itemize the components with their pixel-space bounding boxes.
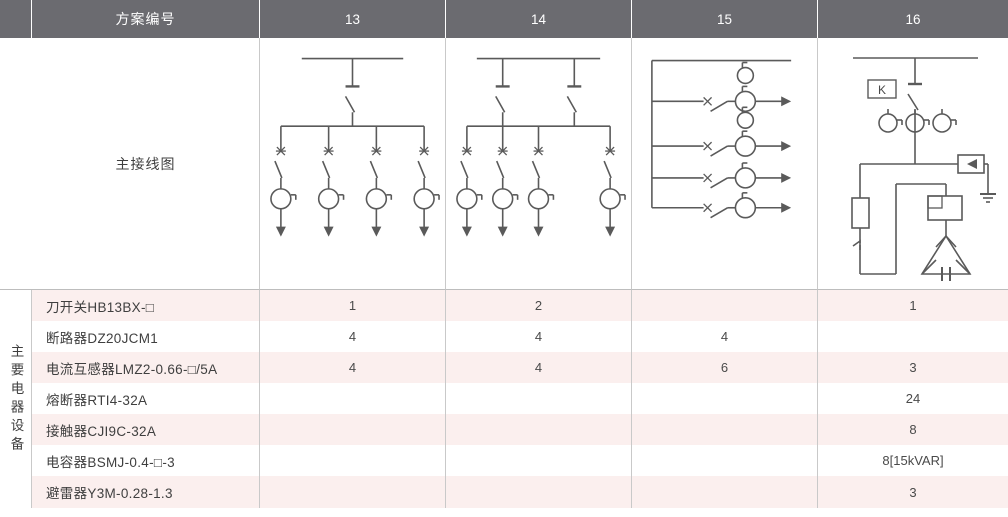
row-label-6: 避雷器Y3M-0.28-1.3	[32, 476, 260, 508]
cell-4-16: 8	[818, 414, 1008, 445]
cell-6-13	[260, 476, 446, 508]
header-col-15: 15	[632, 0, 818, 38]
cell-2-13: 4	[260, 352, 446, 383]
header-scheme-label: 方案编号	[32, 0, 260, 38]
header-col-13: 13	[260, 0, 446, 38]
cell-0-13: 1	[260, 290, 446, 321]
cell-3-16: 24	[818, 383, 1008, 414]
cell-2-15: 6	[632, 352, 818, 383]
row-label-3: 熔断器RTI4-32A	[32, 383, 260, 414]
cell-4-13	[260, 414, 446, 445]
section-vertical-label: 主要电器设备	[0, 290, 32, 508]
header-col-16: 16	[818, 0, 1008, 38]
diagram-row-spacer	[0, 38, 32, 290]
header-corner-blank	[0, 0, 32, 38]
svg-text:K: K	[878, 83, 886, 97]
cell-5-16: 8[15kVAR]	[818, 445, 1008, 476]
cell-3-15	[632, 383, 818, 414]
cell-1-14: 4	[446, 321, 632, 352]
cell-5-13	[260, 445, 446, 476]
cell-5-15	[632, 445, 818, 476]
cell-6-15	[632, 476, 818, 508]
diagram-scheme-16: K	[818, 38, 1008, 290]
cell-0-15	[632, 290, 818, 321]
cell-3-13	[260, 383, 446, 414]
diagram-scheme-14	[446, 38, 632, 290]
diagram-row-label: 主接线图	[32, 38, 260, 290]
row-label-2: 电流互感器LMZ2-0.66-□/5A	[32, 352, 260, 383]
cell-2-16: 3	[818, 352, 1008, 383]
cell-1-16	[818, 321, 1008, 352]
cell-1-15: 4	[632, 321, 818, 352]
diagram-scheme-15	[632, 38, 818, 290]
cell-0-14: 2	[446, 290, 632, 321]
cell-4-15	[632, 414, 818, 445]
cell-6-16: 3	[818, 476, 1008, 508]
cell-5-14	[446, 445, 632, 476]
row-label-5: 电容器BSMJ-0.4-□-3	[32, 445, 260, 476]
cell-1-13: 4	[260, 321, 446, 352]
header-col-14: 14	[446, 0, 632, 38]
k-label-box: K	[867, 78, 897, 99]
cell-3-14	[446, 383, 632, 414]
cell-6-14	[446, 476, 632, 508]
row-label-0: 刀开关HB13BX-□	[32, 290, 260, 321]
row-label-4: 接触器CJI9C-32A	[32, 414, 260, 445]
cell-4-14	[446, 414, 632, 445]
cell-2-14: 4	[446, 352, 632, 383]
row-label-1: 断路器DZ20JCM1	[32, 321, 260, 352]
diagram-scheme-13	[260, 38, 446, 290]
cell-0-16: 1	[818, 290, 1008, 321]
